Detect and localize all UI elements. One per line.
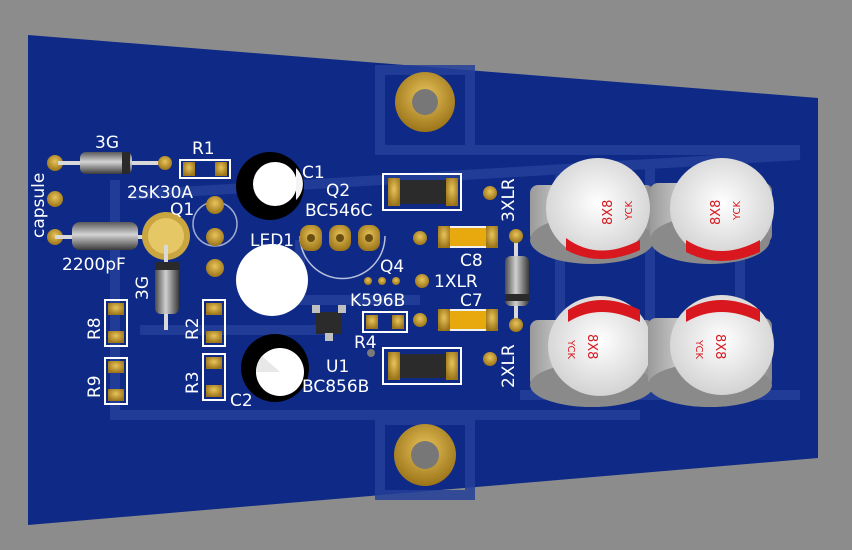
label-q1: Q1 — [170, 200, 194, 220]
label-2200pf: 2200pF — [62, 255, 126, 275]
cap-brand: YCK — [624, 200, 635, 221]
capacitor-c2 — [241, 334, 309, 402]
capacitor-c7 — [413, 309, 498, 331]
label-q4: Q4 — [380, 257, 404, 277]
cap-value: 8X8 — [712, 334, 727, 359]
label-1xlr: 1XLR — [434, 272, 478, 292]
via-u1 — [367, 349, 375, 357]
diode-right — [505, 229, 529, 332]
label-u1: U1 — [326, 357, 349, 377]
cap-value: 8X8 — [584, 334, 599, 359]
pad-1xlr — [415, 274, 429, 288]
resistor-r8 — [104, 299, 128, 347]
label-r4: R4 — [354, 333, 377, 353]
resistor-r4 — [362, 311, 408, 333]
label-r3: R3 — [183, 371, 203, 394]
capacitor-c8 — [413, 226, 498, 248]
copper-traces — [110, 65, 801, 500]
mounting-hole-top — [395, 72, 455, 132]
label-capsule: capsule — [29, 173, 49, 238]
label-c2: C2 — [230, 391, 253, 411]
label-k596b: K596B — [350, 291, 405, 311]
label-bc546c: BC546C — [305, 201, 373, 221]
resistor-r9 — [104, 357, 128, 405]
diode-3g-top — [58, 152, 172, 174]
electrolytic-cap-top-left: 8X8 YCK — [530, 158, 654, 264]
resistor-r1 — [179, 159, 231, 179]
resistor-r3 — [202, 353, 226, 401]
pad-2xlr — [483, 352, 497, 366]
electrolytic-cap-bottom-left: 8X8 YCK — [530, 296, 654, 407]
label-r2: R2 — [183, 317, 203, 340]
label-led1: LED1 — [250, 231, 294, 251]
label-c7: C7 — [460, 291, 483, 311]
cap-brand: YCK — [693, 339, 704, 360]
transistor-q1-pads — [192, 196, 238, 277]
capacitor-c1 — [236, 152, 304, 220]
smd-component-top — [382, 173, 462, 211]
label-3g-side: 3G — [133, 276, 153, 300]
mounting-hole-bottom — [394, 424, 456, 486]
label-2sk30a: 2SK30A — [127, 183, 193, 203]
cap-value: 8X8 — [709, 200, 724, 225]
label-2xlr: 2XLR — [499, 344, 519, 388]
transistor-q4 — [364, 277, 400, 285]
capsule-pads — [47, 155, 63, 245]
smd-component-bottom — [382, 347, 462, 385]
label-q2: Q2 — [326, 181, 350, 201]
led1 — [236, 244, 308, 316]
label-r8: R8 — [85, 317, 105, 340]
diode-3g-side — [155, 245, 179, 330]
cap-brand: YCK — [732, 200, 743, 221]
ic-u1 — [312, 305, 346, 341]
label-c8: C8 — [460, 251, 483, 271]
cap-value: 8X8 — [601, 200, 616, 225]
pad-3xlr — [483, 186, 497, 200]
label-3g-top: 3G — [95, 133, 119, 153]
label-r1: R1 — [192, 139, 215, 159]
label-r9: R9 — [85, 375, 105, 398]
label-3xlr: 3XLR — [499, 178, 519, 222]
resistor-r2 — [202, 299, 226, 347]
electrolytic-cap-bottom-right: 8X8 YCK — [648, 295, 774, 407]
cap-brand: YCK — [565, 339, 576, 360]
label-bc856b: BC856B — [302, 377, 369, 397]
electrolytic-cap-top-right: 8X8 YCK — [650, 158, 774, 264]
transistor-q1-body — [142, 212, 190, 260]
transistor-q2 — [299, 225, 386, 280]
label-c1: C1 — [302, 163, 325, 183]
